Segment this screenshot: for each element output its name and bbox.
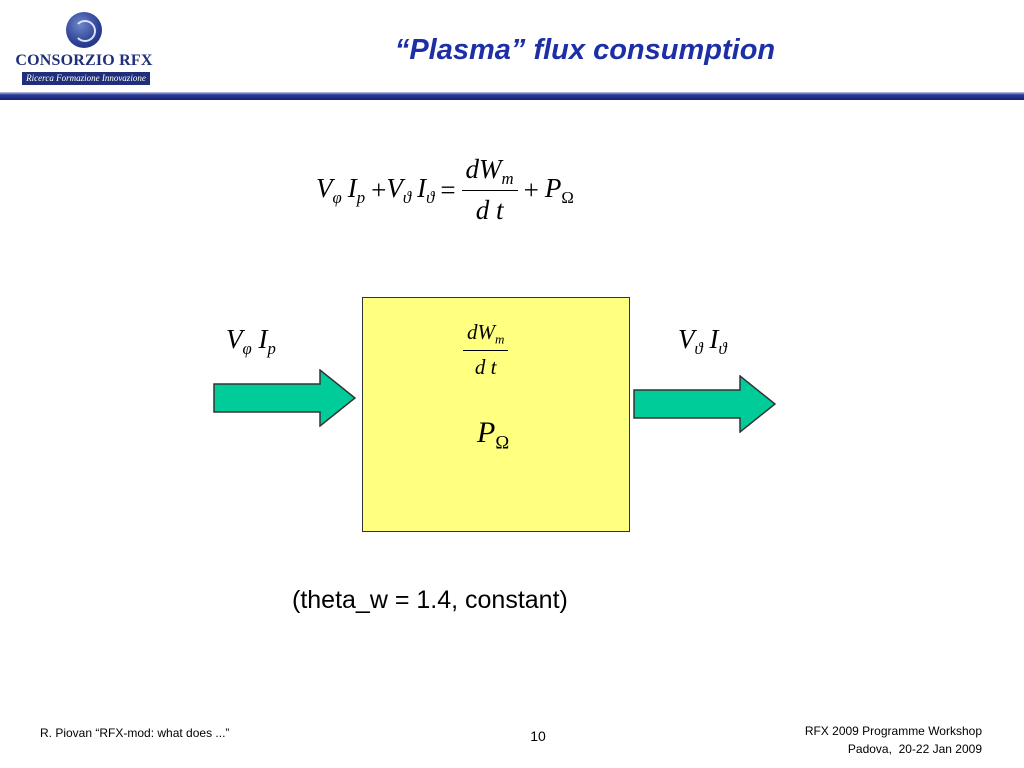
plus-sign: + bbox=[523, 174, 539, 205]
i-p-term: Ip bbox=[347, 172, 366, 207]
i-theta-term: Iϑ bbox=[417, 172, 435, 207]
logo-tagline: Ricerca Formazione Innovazione bbox=[22, 72, 150, 85]
globe-icon bbox=[66, 12, 102, 48]
header-divider bbox=[0, 92, 1024, 100]
footer-event-venue: Padova, 20-22 Jan 2009 bbox=[847, 742, 982, 756]
v-theta-term: Vϑ bbox=[386, 172, 412, 207]
page-number: 10 bbox=[530, 728, 546, 744]
plus-sign: + bbox=[371, 174, 387, 205]
consorzio-rfx-logo: CONSORZIO RFX Ricerca Formazione Innovaz… bbox=[14, 12, 154, 86]
box-dwm-dt-fraction: dWm d t bbox=[463, 320, 509, 380]
box-ohmic-power: PΩ bbox=[477, 416, 510, 454]
footer-author: R. Piovan “RFX-mod: what does ...” bbox=[40, 726, 230, 740]
flux-balance-equation: Vφ Ip + Vϑ Iϑ = dWm d t + PΩ bbox=[316, 144, 574, 236]
p-omega-term: PΩ bbox=[544, 172, 574, 207]
equals-sign: = bbox=[440, 174, 456, 205]
dwm-dt-fraction: dWm d t bbox=[461, 154, 518, 227]
slide-title: “Plasma” flux consumption bbox=[394, 34, 776, 66]
footer-event: RFX 2009 Programme Workshop Padova, 20-2… bbox=[700, 722, 982, 758]
input-power-label: Vφ Ip bbox=[226, 324, 276, 358]
v-phi-term: Vφ bbox=[316, 172, 342, 207]
theta-note: (theta_w = 1.4, constant) bbox=[292, 586, 568, 614]
output-power-label: Vϑ Iϑ bbox=[678, 324, 727, 358]
logo-name: CONSORZIO RFX bbox=[15, 52, 153, 69]
input-arrow-icon bbox=[213, 369, 356, 427]
output-arrow-icon bbox=[633, 375, 776, 433]
footer-event-name: RFX 2009 Programme Workshop bbox=[804, 724, 982, 738]
plasma-box: dWm d t PΩ bbox=[362, 297, 630, 532]
